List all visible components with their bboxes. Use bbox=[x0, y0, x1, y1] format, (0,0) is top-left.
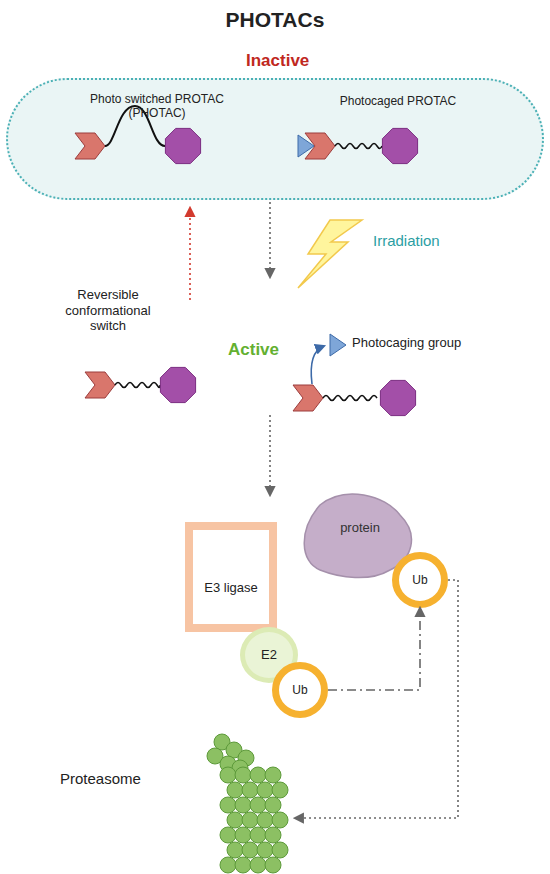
release-arrow bbox=[311, 346, 324, 384]
switch-label: Reversible conformational switch bbox=[52, 287, 164, 334]
node-heading: E3 ligase bbox=[204, 580, 257, 596]
node-heading: Inactive bbox=[246, 51, 336, 71]
bent-linker bbox=[105, 106, 165, 146]
proteasome-bead bbox=[265, 827, 281, 843]
target-ligand bbox=[380, 380, 415, 415]
ubiquitin-circle: Ub bbox=[392, 552, 448, 608]
node-heading: protein bbox=[340, 520, 380, 536]
state-label: Active bbox=[228, 340, 308, 360]
proteasome-bead bbox=[235, 767, 251, 783]
state-band: InactivePhoto switched PROTAC (PHOTAC)Ph… bbox=[6, 78, 544, 200]
target-ligand bbox=[382, 128, 417, 163]
proteasome-bead bbox=[250, 767, 266, 783]
target-ligand bbox=[160, 367, 195, 402]
node-heading: Ub bbox=[412, 573, 427, 587]
e3-ligand bbox=[305, 133, 335, 159]
proteasome-bead bbox=[250, 797, 266, 813]
proteasome-bead bbox=[220, 857, 236, 873]
flow-connector bbox=[295, 580, 458, 818]
proteasome-bead bbox=[220, 756, 236, 772]
proteasome-bead bbox=[265, 857, 281, 873]
proteasome-bead bbox=[235, 797, 251, 813]
proteasome-bead bbox=[235, 827, 251, 843]
proteasome-bead bbox=[272, 812, 288, 828]
proteasome-bead bbox=[232, 760, 248, 776]
proteasome-bead bbox=[220, 827, 236, 843]
node-heading: E2 bbox=[261, 647, 277, 663]
e3-ligand bbox=[85, 372, 115, 398]
proteasome-bead bbox=[220, 767, 236, 783]
wavy-linker bbox=[323, 396, 377, 401]
proteasome-bead bbox=[272, 782, 288, 798]
diagram-title: PHOTACs bbox=[0, 8, 550, 32]
lightning-bolt bbox=[298, 220, 362, 288]
group-label: Photocaging group bbox=[352, 335, 502, 351]
node-heading: Proteasome bbox=[60, 770, 175, 788]
proteasome-bead bbox=[265, 767, 281, 783]
node-heading: Ub bbox=[292, 683, 307, 697]
proteasome-bead bbox=[265, 797, 281, 813]
node-caption: Photocaged PROTAC bbox=[333, 94, 463, 108]
ubiquitin-circle: Ub bbox=[272, 662, 328, 718]
e3-ligase-box: E3 ligase bbox=[185, 522, 277, 632]
flow-connector bbox=[328, 608, 420, 690]
proteasome-bead bbox=[207, 748, 223, 764]
proteasome-bead bbox=[257, 782, 273, 798]
proteasome-bead bbox=[226, 742, 242, 758]
e3-ligand bbox=[75, 133, 105, 159]
e3-ligand bbox=[293, 385, 323, 411]
proteasome-bead bbox=[257, 842, 273, 858]
proteasome-bead bbox=[227, 812, 243, 828]
photocaging-group bbox=[298, 135, 314, 157]
target-ligand bbox=[165, 128, 200, 163]
proteasome-bead bbox=[220, 797, 236, 813]
proteasome-bead bbox=[214, 734, 230, 750]
proteasome-node: Proteasome bbox=[205, 730, 295, 872]
binding-arrow bbox=[269, 415, 271, 495]
reversible-arrow bbox=[189, 208, 191, 300]
proteasome-bead bbox=[238, 750, 254, 766]
proteasome-bead bbox=[227, 782, 243, 798]
proteasome-bead bbox=[272, 842, 288, 858]
proteasome-bead bbox=[242, 782, 258, 798]
node-caption: Photo switched PROTAC (PHOTAC) bbox=[82, 92, 232, 121]
proteasome-bead bbox=[257, 812, 273, 828]
proteasome-bead bbox=[235, 857, 251, 873]
proteasome-bead bbox=[242, 842, 258, 858]
wavy-linker bbox=[335, 144, 382, 149]
proteasome-bead bbox=[227, 842, 243, 858]
irradiation-label: Irradiation bbox=[373, 232, 483, 250]
activation-arrow bbox=[269, 202, 271, 277]
proteasome-bead bbox=[250, 857, 266, 873]
proteasome-bead bbox=[242, 812, 258, 828]
photocaging-group bbox=[330, 334, 346, 356]
proteasome-bead bbox=[250, 827, 266, 843]
wavy-linker bbox=[115, 383, 160, 388]
